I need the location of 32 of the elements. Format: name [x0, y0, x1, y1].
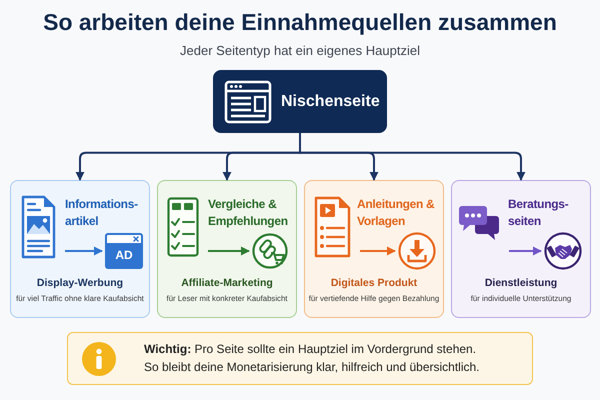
card-heading: Vergleiche & Empfehlungen	[208, 196, 289, 230]
note-text: Wichtig: Pro Seite sollte ein Hauptziel im Vordergrund stehen. So bleibt deine Monetarisierung klar, hilfreich und übersichtlich.	[144, 341, 481, 376]
category-card	[451, 180, 591, 318]
arrow	[65, 246, 103, 256]
checklist-icon	[167, 197, 199, 257]
category-card	[157, 180, 297, 318]
card-subheading: Digitales Produkt	[330, 277, 418, 290]
chat-bubbles-icon	[458, 205, 500, 241]
card-heading: Beratungs- seiten	[508, 196, 570, 230]
card-heading: Informations- artikel	[65, 196, 139, 230]
card-heading: Anleitungen & Vorlagen	[357, 196, 436, 230]
note-box	[67, 332, 533, 385]
video-document-icon	[313, 196, 351, 258]
ad-label: AD	[115, 249, 133, 261]
ad-window	[105, 233, 143, 269]
card-subheading: Dienstleistung	[484, 277, 558, 290]
handshake-icon	[544, 232, 582, 270]
arrow	[360, 246, 396, 256]
category-card	[304, 180, 444, 318]
link-cart-icon	[252, 233, 288, 269]
download-icon	[398, 232, 436, 270]
root-box	[213, 70, 387, 133]
category-card	[10, 180, 150, 318]
card-subheading: Display-Werbung	[36, 277, 124, 290]
document-image-icon	[20, 195, 56, 259]
arrow	[509, 246, 542, 256]
title: So arbeiten deine Einnahmequellen zusammen	[43, 9, 557, 37]
arrow	[299, 133, 526, 181]
node-title: Nischenseite	[281, 92, 380, 110]
arrow	[208, 246, 250, 256]
card-subheading: Affiliate-Marketing	[181, 277, 273, 290]
subtitle: Jeder Seitentyp hat ein eigenes Hauptziel	[180, 43, 420, 59]
